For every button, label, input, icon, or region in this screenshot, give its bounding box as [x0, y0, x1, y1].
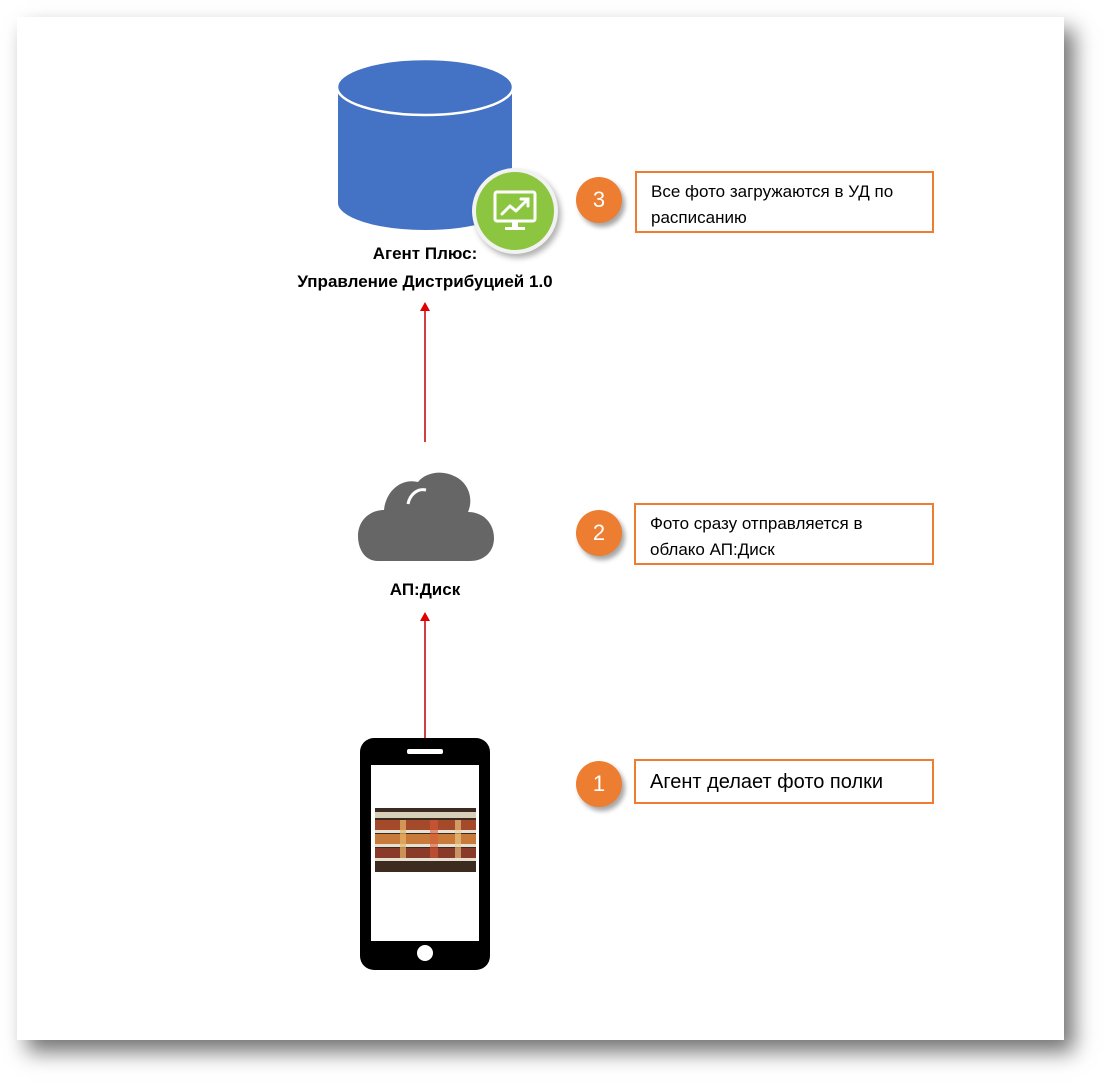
store-shelf-photo — [375, 808, 476, 872]
step-3-note: Все фото загружаются в УД по расписанию — [635, 171, 934, 233]
database-cylinder-icon — [335, 57, 515, 232]
step-2-note: Фото сразу отправляется в облако АП:Диск — [634, 503, 934, 565]
step-1-badge: 1 — [576, 761, 622, 807]
cloud-label: АП:Диск — [389, 580, 461, 599]
database-label-line1: Агент Плюс: — [372, 244, 478, 263]
step-1-note: Агент делает фото полки — [634, 759, 934, 804]
monitor-chart-badge — [472, 168, 558, 254]
cloud-icon — [358, 472, 494, 561]
smartphone-icon — [360, 738, 490, 970]
step-3-badge: 3 — [576, 177, 622, 223]
monitor-chart-icon — [476, 172, 554, 250]
arrow-cloud-to-database — [420, 302, 430, 442]
database-label: Агент Плюс: Управление Дистрибуцией 1.0 — [250, 240, 600, 296]
arrow-phone-to-cloud — [420, 612, 430, 740]
database-label-line2: Управление Дистрибуцией 1.0 — [297, 272, 553, 291]
step-2-badge: 2 — [576, 510, 622, 556]
